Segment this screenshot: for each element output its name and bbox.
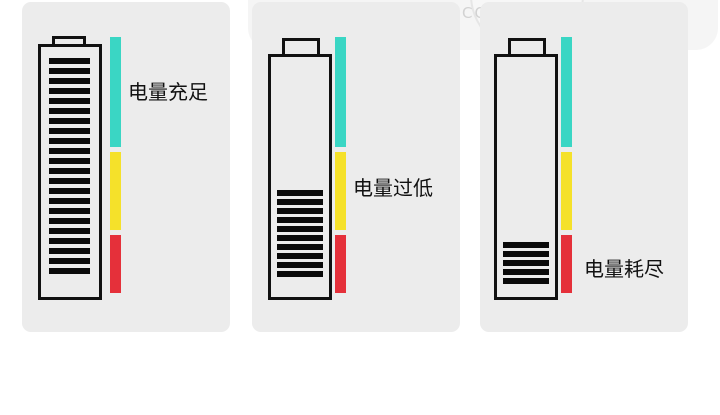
charge-bar: [277, 199, 323, 205]
charge-bar: [49, 148, 90, 154]
charge-bar: [49, 78, 90, 84]
battery-card-low: 电量过低: [252, 2, 460, 332]
charge-bar: [49, 118, 90, 124]
gauge-mid-segment: [561, 152, 572, 230]
charge-bar: [277, 235, 323, 241]
charge-bar: [277, 190, 323, 196]
charge-bar: [49, 178, 90, 184]
charge-bar: [503, 269, 549, 275]
charge-bar: [49, 228, 90, 234]
charge-bar: [49, 268, 90, 274]
battery-bars: [277, 190, 323, 277]
charge-bar: [503, 242, 549, 248]
charge-bar: [277, 226, 323, 232]
charge-bar: [49, 88, 90, 94]
gauge-high-segment: [335, 37, 346, 147]
charge-bar: [503, 251, 549, 257]
battery-card-full: 电量充足: [22, 2, 230, 332]
charge-bar: [49, 98, 90, 104]
charge-bar: [277, 271, 323, 277]
gauge-mid-segment: [335, 152, 346, 230]
charge-bar: [277, 208, 323, 214]
gauge-low-segment: [110, 235, 121, 293]
charge-bar: [49, 218, 90, 224]
battery-card-empty: 电量耗尽: [480, 2, 688, 332]
charge-bar: [49, 188, 90, 194]
charge-bar: [49, 128, 90, 134]
battery-bars: [503, 242, 549, 284]
gauge-low-segment: [335, 235, 346, 293]
charge-bar: [49, 58, 90, 64]
gauge-low-segment: [561, 235, 572, 293]
battery-status-label: 电量耗尽: [584, 257, 664, 281]
charge-bar: [49, 248, 90, 254]
charge-bar: [277, 217, 323, 223]
charge-bar: [49, 68, 90, 74]
charge-bar: [49, 258, 90, 264]
charge-bar: [277, 262, 323, 268]
charge-bar: [49, 138, 90, 144]
charge-bar: [49, 208, 90, 214]
charge-bar: [503, 260, 549, 266]
charge-bar: [277, 244, 323, 250]
charge-bar: [49, 238, 90, 244]
charge-bar: [277, 253, 323, 259]
battery-status-label: 电量过低: [353, 176, 433, 200]
charge-bar: [49, 108, 90, 114]
gauge-mid-segment: [110, 152, 121, 230]
charge-bar: [49, 158, 90, 164]
charge-bar: [49, 168, 90, 174]
charge-bar: [503, 278, 549, 284]
gauge-high-segment: [561, 37, 572, 147]
battery-bars: [49, 58, 90, 274]
gauge-high-segment: [110, 37, 121, 147]
battery-status-label: 电量充足: [128, 80, 208, 104]
charge-bar: [49, 198, 90, 204]
